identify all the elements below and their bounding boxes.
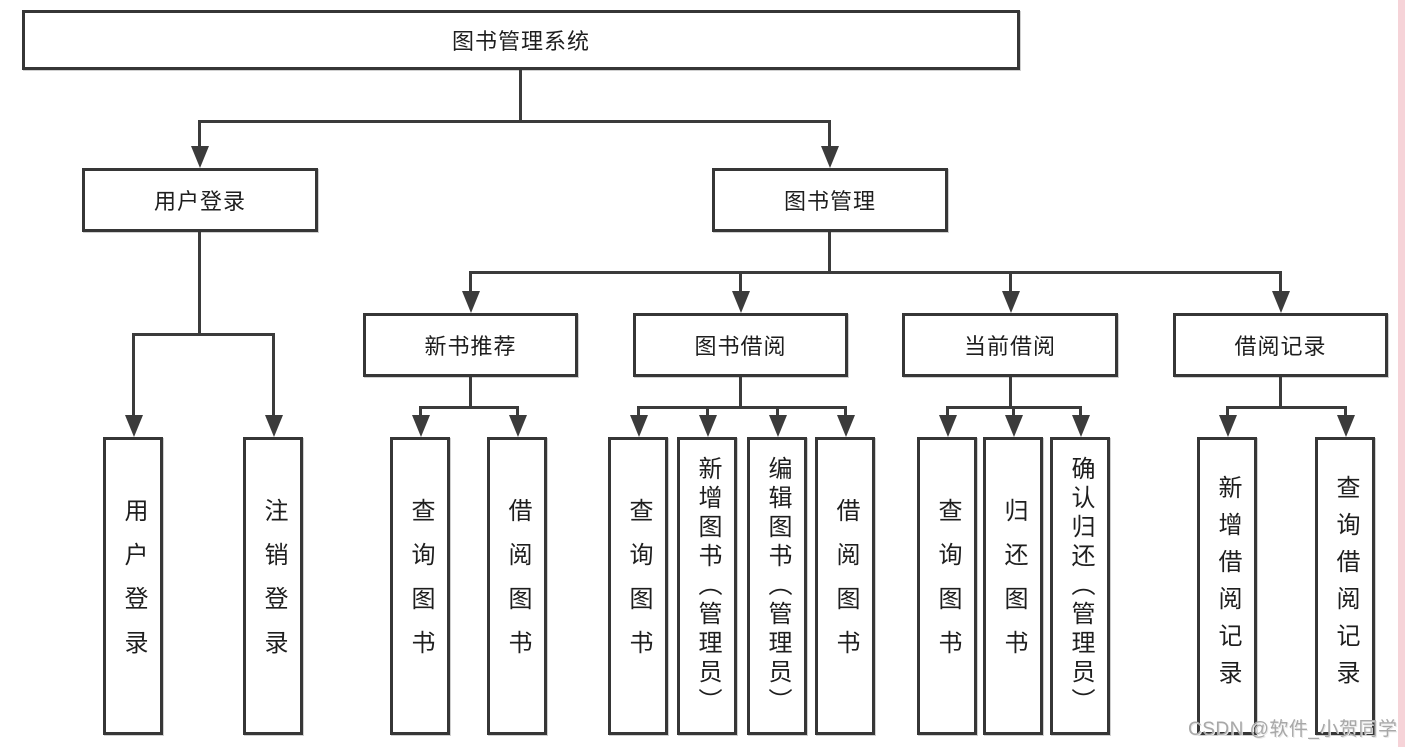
arrowhead bbox=[1219, 415, 1237, 437]
connector-line bbox=[1226, 406, 1346, 409]
arrowhead bbox=[509, 415, 527, 437]
connector-line bbox=[637, 406, 640, 420]
arrowhead bbox=[939, 415, 957, 437]
node-new-book-recommend: 新书推荐 bbox=[363, 313, 578, 377]
connector-line bbox=[946, 406, 949, 420]
leaf-query-books-current: 查询图书 bbox=[917, 437, 977, 735]
connector-line bbox=[516, 406, 519, 420]
connector-line bbox=[1009, 377, 1012, 409]
connector-line bbox=[844, 406, 847, 420]
arrowhead bbox=[1337, 415, 1355, 437]
node-book-management: 图书管理 bbox=[712, 168, 948, 232]
connector-line bbox=[828, 232, 831, 274]
connector-line bbox=[739, 377, 742, 409]
connector-line bbox=[706, 406, 709, 420]
arrowhead bbox=[462, 291, 480, 313]
leaf-query-books-recommend: 查询图书 bbox=[390, 437, 450, 735]
connector-line bbox=[132, 333, 135, 419]
node-user-login: 用户登录 bbox=[82, 168, 318, 232]
connector-line bbox=[1279, 377, 1282, 409]
connector-line bbox=[1012, 406, 1015, 420]
arrowhead bbox=[125, 415, 143, 437]
leaf-user-login: 用户登录 bbox=[103, 437, 163, 735]
node-borrow-records: 借阅记录 bbox=[1173, 313, 1388, 377]
leaf-confirm-return-admin: 确认归还（管理员） bbox=[1050, 437, 1110, 735]
connector-line bbox=[1226, 406, 1229, 420]
arrowhead bbox=[769, 415, 787, 437]
connector-line bbox=[419, 406, 422, 420]
connector-line bbox=[1279, 271, 1282, 295]
right-edge-strip bbox=[1398, 0, 1405, 747]
arrowhead bbox=[837, 415, 855, 437]
connector-line bbox=[739, 271, 742, 295]
leaf-borrow-books: 借阅图书 bbox=[815, 437, 875, 735]
arrowhead bbox=[821, 146, 839, 168]
connector-line bbox=[1079, 406, 1082, 420]
leaf-edit-books-admin: 编辑图书（管理员） bbox=[747, 437, 807, 735]
leaf-borrow-books-recommend: 借阅图书 bbox=[487, 437, 547, 735]
arrowhead bbox=[1002, 291, 1020, 313]
arrowhead bbox=[732, 291, 750, 313]
connector-line bbox=[776, 406, 779, 420]
leaf-query-books-borrow: 查询图书 bbox=[608, 437, 668, 735]
csdn-watermark: CSDN @软件_小贺同学 bbox=[1188, 719, 1398, 740]
connector-line bbox=[198, 120, 201, 150]
node-current-borrow: 当前借阅 bbox=[902, 313, 1118, 377]
arrowhead bbox=[191, 146, 209, 168]
connector-line bbox=[519, 70, 522, 122]
leaf-add-books-admin: 新增图书（管理员） bbox=[677, 437, 737, 735]
arrowhead bbox=[699, 415, 717, 437]
connector-line bbox=[132, 333, 274, 336]
connector-line bbox=[1344, 406, 1347, 420]
arrowhead bbox=[265, 415, 283, 437]
connector-line bbox=[469, 377, 472, 409]
leaf-return-books: 归还图书 bbox=[983, 437, 1043, 735]
connector-line bbox=[1009, 271, 1012, 295]
node-book-borrow: 图书借阅 bbox=[633, 313, 848, 377]
connector-line bbox=[637, 406, 847, 409]
arrowhead bbox=[1005, 415, 1023, 437]
arrowhead bbox=[412, 415, 430, 437]
arrowhead bbox=[1272, 291, 1290, 313]
leaf-query-borrow-record: 查询借阅记录 bbox=[1315, 437, 1375, 735]
connector-line bbox=[469, 271, 1282, 274]
connector-line bbox=[198, 232, 201, 336]
node-library-management-system: 图书管理系统 bbox=[22, 10, 1020, 70]
connector-line bbox=[198, 120, 831, 123]
leaf-logout: 注销登录 bbox=[243, 437, 303, 735]
arrowhead bbox=[630, 415, 648, 437]
connector-line bbox=[469, 271, 472, 295]
connector-line bbox=[272, 333, 275, 419]
leaf-add-borrow-record: 新增借阅记录 bbox=[1197, 437, 1257, 735]
arrowhead bbox=[1072, 415, 1090, 437]
connector-line bbox=[828, 120, 831, 150]
connector-line bbox=[419, 406, 519, 409]
